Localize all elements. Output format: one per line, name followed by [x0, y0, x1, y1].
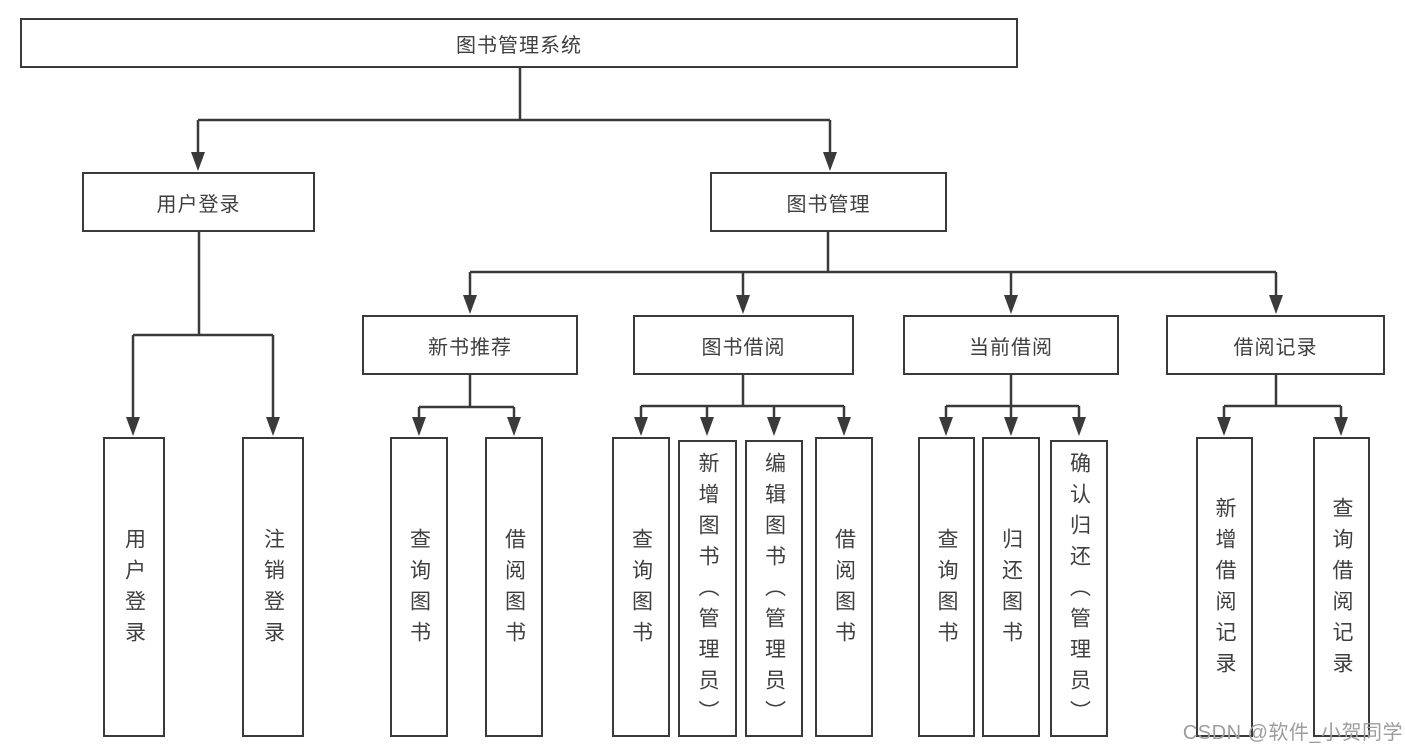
leaf-user-login-label: 用户登录 [122, 528, 146, 652]
node-current-borrow-label: 当前借阅 [969, 336, 1053, 359]
leaf-borrow-book-rec: 借阅图书 [485, 437, 543, 737]
leaf-add-record: 新增借阅记录 [1196, 437, 1253, 737]
leaf-add-book: 新增图书（管理员） [678, 440, 737, 737]
node-new-book-rec: 新书推荐 [362, 315, 578, 375]
leaf-query-book-bor: 查询图书 [612, 437, 670, 737]
leaf-logout: 注销登录 [242, 437, 304, 737]
node-user-login: 用户登录 [82, 172, 315, 232]
node-root-label: 图书管理系统 [456, 34, 582, 57]
leaf-borrow-book-bor: 借阅图书 [815, 437, 873, 737]
leaf-borrow-book-rec-label: 借阅图书 [502, 528, 526, 652]
leaf-add-record-label: 新增借阅记录 [1213, 497, 1237, 683]
node-book-mgmt-label: 图书管理 [786, 193, 871, 216]
leaf-user-login: 用户登录 [103, 437, 165, 737]
leaf-edit-book: 编辑图书（管理员） [745, 440, 803, 737]
connector-bookborrow-to-leaves [634, 375, 851, 436]
leaf-query-book-rec-label: 查询图书 [407, 528, 431, 652]
connector-borrowrecords-to-leaves [1217, 375, 1348, 436]
connector-newbookrec-to-leaves [412, 375, 521, 436]
node-root: 图书管理系统 [20, 18, 1018, 68]
leaf-query-book-bor-label: 查询图书 [629, 528, 653, 652]
node-current-borrow: 当前借阅 [903, 315, 1119, 375]
connector-bookmgmt-to-level3 [463, 232, 1283, 314]
watermark: CSDN @软件_小贺同学 [1182, 722, 1403, 744]
connector-userlogin-to-leaves [126, 232, 280, 436]
leaf-logout-label: 注销登录 [261, 528, 285, 652]
leaf-confirm-return: 确认归还（管理员） [1050, 440, 1108, 737]
leaf-query-record: 查询借阅记录 [1313, 437, 1370, 737]
leaf-query-record-label: 查询借阅记录 [1330, 497, 1354, 683]
node-borrow-records-label: 借阅记录 [1233, 336, 1318, 359]
node-user-login-label: 用户登录 [156, 193, 241, 216]
node-book-borrow: 图书借阅 [633, 315, 854, 375]
leaf-edit-book-label: 编辑图书（管理员） [762, 452, 786, 731]
leaf-query-book-cur: 查询图书 [918, 437, 975, 737]
node-new-book-rec-label: 新书推荐 [428, 336, 512, 359]
leaf-return-book-label: 归还图书 [999, 528, 1023, 652]
connector-currentborrow-to-leaves [939, 375, 1086, 436]
node-book-mgmt: 图书管理 [710, 172, 947, 232]
node-book-borrow-label: 图书借阅 [701, 336, 786, 359]
connector-root-to-level2 [191, 68, 837, 171]
leaf-query-book-rec: 查询图书 [390, 437, 448, 737]
leaf-confirm-return-label: 确认归还（管理员） [1067, 452, 1091, 731]
node-borrow-records: 借阅记录 [1166, 315, 1385, 375]
leaf-return-book: 归还图书 [982, 437, 1040, 737]
leaf-add-book-label: 新增图书（管理员） [696, 452, 720, 731]
leaf-query-book-cur-label: 查询图书 [935, 528, 959, 652]
leaf-borrow-book-bor-label: 借阅图书 [832, 528, 856, 652]
